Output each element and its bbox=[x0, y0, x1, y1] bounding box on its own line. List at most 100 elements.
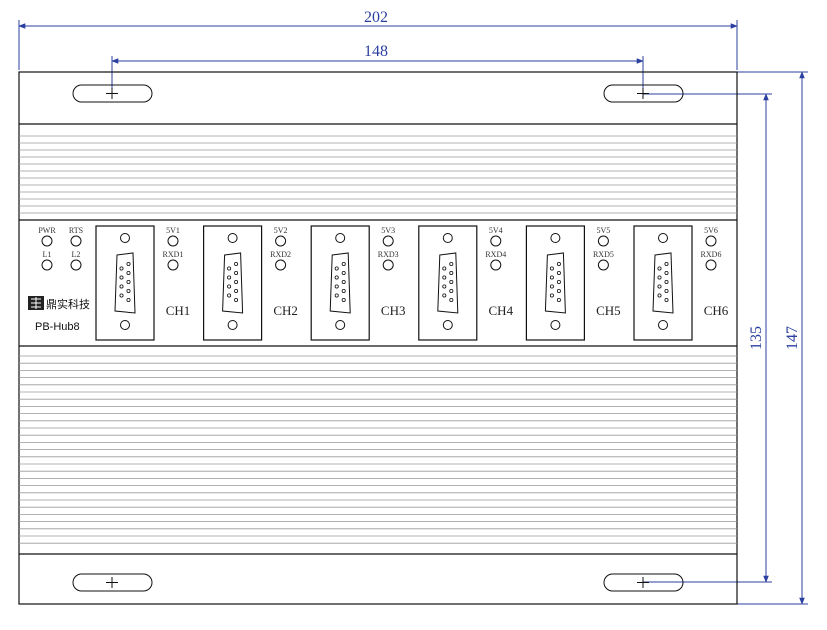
db9-pin bbox=[126, 261, 131, 266]
db9-port-plate bbox=[418, 225, 478, 341]
indicator-l2-label: L2 bbox=[72, 250, 81, 259]
led-rx-label: RXD1 bbox=[163, 250, 184, 259]
led-rx bbox=[705, 259, 717, 271]
led-rx bbox=[275, 259, 287, 271]
indicator-l2-led bbox=[70, 259, 82, 271]
indicator-l1-label: L1 bbox=[43, 250, 52, 259]
led-power bbox=[490, 235, 502, 247]
dimension-mount-spacing-label: 148 bbox=[364, 43, 388, 60]
db9-pin bbox=[227, 284, 232, 289]
screw-hole bbox=[120, 320, 130, 330]
indicator-l1-led bbox=[41, 259, 53, 271]
indicator-pwr-led bbox=[41, 235, 53, 247]
screw-hole bbox=[227, 233, 238, 243]
db9-connector-shell bbox=[544, 252, 566, 314]
db9-pin bbox=[449, 297, 454, 302]
channel-label: CH1 bbox=[166, 303, 191, 318]
status-indicators: PWR RTS L1 L2 bbox=[38, 226, 83, 271]
channel-label: CH2 bbox=[273, 303, 298, 318]
db9-pin bbox=[234, 288, 239, 293]
db9-pin bbox=[227, 275, 232, 280]
db9-pin bbox=[126, 297, 131, 302]
db9-pin bbox=[442, 284, 447, 289]
led-rx bbox=[597, 259, 609, 271]
db9-pin bbox=[556, 297, 561, 302]
screw-hole bbox=[658, 233, 668, 243]
db9-pin bbox=[664, 279, 669, 284]
db9-pin bbox=[234, 279, 239, 284]
led-power-label: 5V6 bbox=[704, 226, 718, 235]
db9-pin bbox=[341, 279, 346, 284]
screw-hole bbox=[442, 233, 453, 243]
db9-pin bbox=[442, 275, 447, 280]
db9-port-plate bbox=[310, 225, 370, 341]
mount-slot-top-right bbox=[603, 84, 684, 103]
db9-pin bbox=[334, 293, 339, 298]
db9-connector-shell bbox=[652, 252, 674, 314]
led-rx-label: RXD3 bbox=[378, 250, 399, 259]
db9-pin bbox=[556, 261, 561, 266]
led-power-label: 5V4 bbox=[489, 226, 503, 235]
db9-pin bbox=[119, 284, 124, 289]
db9-pin bbox=[334, 284, 339, 289]
db9-pin bbox=[119, 293, 124, 298]
db9-pin bbox=[549, 266, 554, 271]
led-rx-label: RXD5 bbox=[593, 250, 614, 259]
db9-pin bbox=[657, 275, 662, 280]
db9-pin bbox=[126, 288, 131, 293]
db9-pin bbox=[227, 293, 232, 298]
heatsink-ribs-top bbox=[19, 135, 737, 214]
dimension-overall-height-label: 147 bbox=[784, 326, 801, 350]
db9-pin bbox=[664, 288, 669, 293]
brand-name: 鼎实科技 bbox=[46, 297, 90, 311]
db9-pin bbox=[341, 297, 346, 302]
db9-pin bbox=[664, 261, 669, 266]
db9-port-plate bbox=[203, 225, 263, 341]
db9-pin bbox=[449, 288, 454, 293]
led-rx bbox=[490, 259, 502, 271]
led-power bbox=[382, 235, 394, 247]
dimension-inner-height bbox=[643, 93, 772, 583]
led-power-label: 5V5 bbox=[597, 226, 611, 235]
led-rx-label: RXD4 bbox=[485, 250, 506, 259]
db9-pin bbox=[119, 275, 124, 280]
screw-hole bbox=[335, 320, 346, 330]
screw-hole bbox=[442, 320, 453, 330]
channel-label: CH6 bbox=[704, 303, 729, 318]
mount-slot-bottom-right bbox=[603, 573, 684, 592]
db9-port-plate bbox=[95, 225, 155, 341]
db9-pin bbox=[126, 279, 131, 284]
db9-pin bbox=[657, 284, 662, 289]
db9-pin bbox=[657, 266, 662, 271]
db9-pin bbox=[657, 293, 662, 298]
indicator-pwr-label: PWR bbox=[38, 226, 56, 235]
db9-pin bbox=[341, 261, 346, 266]
db9-pin bbox=[442, 293, 447, 298]
led-power bbox=[705, 235, 717, 247]
screw-hole bbox=[335, 233, 346, 243]
screw-hole bbox=[658, 320, 668, 330]
db9-connector-shell bbox=[222, 252, 244, 314]
heatsink-ribs-bottom bbox=[19, 355, 737, 544]
dimension-overall-height bbox=[737, 71, 808, 605]
led-power-label: 5V3 bbox=[381, 226, 395, 235]
db9-pin bbox=[234, 261, 239, 266]
model-name: PB-Hub8 bbox=[35, 321, 80, 333]
indicator-rts-led bbox=[70, 235, 82, 247]
led-rx-label: RXD6 bbox=[701, 250, 722, 259]
led-power bbox=[275, 235, 287, 247]
enclosure-outline bbox=[18, 71, 738, 605]
db9-pin bbox=[664, 270, 669, 275]
mount-slot-top-left bbox=[72, 84, 153, 103]
led-power-label: 5V2 bbox=[274, 226, 288, 235]
serial-channels: 5V1RXD1CH15V2RXD2CH25V3RXD3CH35V4RXD4CH4… bbox=[95, 225, 729, 341]
db9-pin bbox=[556, 279, 561, 284]
screw-hole bbox=[550, 320, 561, 330]
db9-pin bbox=[549, 293, 554, 298]
db9-pin bbox=[549, 284, 554, 289]
